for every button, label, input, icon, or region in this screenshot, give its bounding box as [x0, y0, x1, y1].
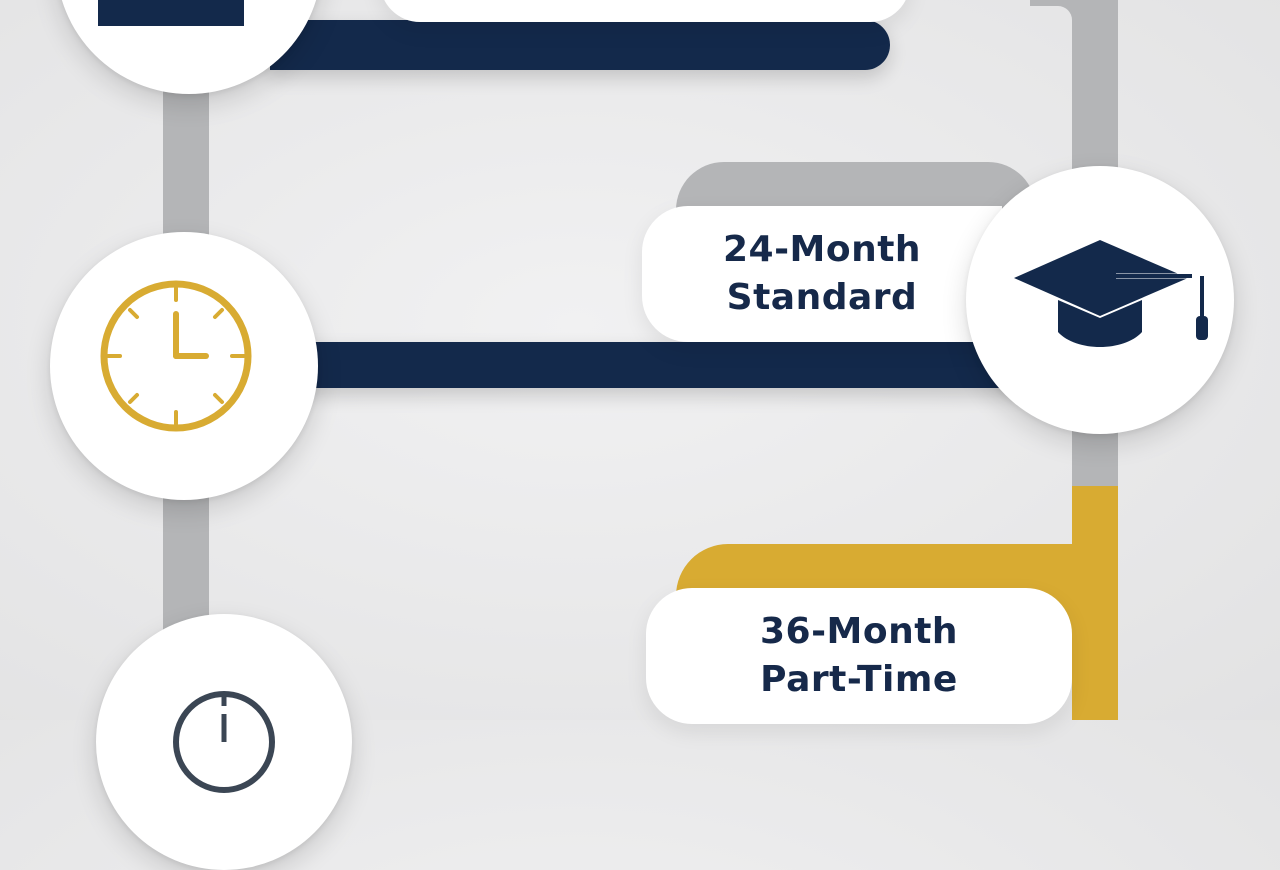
right-upper-track-cap [1030, 0, 1118, 40]
clock-node[interactable] [50, 232, 318, 500]
calendar-icon [98, 0, 244, 26]
calendar-node[interactable] [56, 0, 322, 94]
option-standard-line2: Standard [726, 277, 918, 318]
option-part-time-line2: Part-Time [760, 659, 958, 700]
clock-icon [173, 691, 275, 793]
clock-icon [100, 280, 252, 432]
option-card-part-time[interactable]: 36-Month Part-Time [646, 588, 1072, 724]
pathway-diagram: 24-Month Standard 36-Month Part-Time [50, 0, 1234, 793]
navy-middle-bar [300, 342, 1020, 388]
option-card-standard[interactable]: 24-Month Standard [642, 206, 1002, 342]
option-standard-line1: 24-Month [722, 229, 922, 270]
top-option-card[interactable] [380, 0, 910, 22]
graduation-cap-icon [1014, 240, 1208, 347]
navy-top-bar [270, 20, 890, 70]
bottom-clock-node[interactable] [96, 614, 352, 870]
graduation-node[interactable] [966, 166, 1234, 434]
option-part-time-line1: 36-Month [759, 611, 959, 652]
